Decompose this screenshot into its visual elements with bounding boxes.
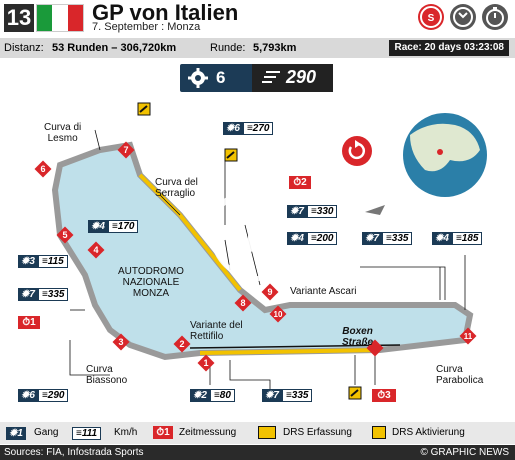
corner-1: 1 (197, 354, 215, 372)
legend-drs-detection: DRS Erfassung (283, 427, 352, 438)
timing-marker: ⏱2 (289, 176, 311, 189)
race-date: 7. September : Monza (92, 21, 201, 33)
globe-icon (403, 113, 487, 197)
top-speed: 290 (286, 67, 317, 87)
svg-text:S: S (428, 13, 435, 24)
sources: Sources: FIA, Infostrada Sports (4, 447, 144, 458)
speed-badge: ✹4≡185 (432, 232, 483, 245)
start-line-marker (366, 339, 384, 357)
track-map: 1 2 3 4 5 6 7 8 9 10 11 (34, 102, 487, 400)
legend-gear-swatch: ✹1 (6, 427, 26, 440)
legend-speed-label: Km/h (114, 427, 138, 438)
drs-activation-icon (224, 148, 238, 162)
svg-text:5: 5 (62, 230, 67, 240)
race-number: 13 (4, 4, 34, 32)
race-button-icon[interactable]: S (418, 4, 444, 30)
legend: ✹1 Gang ≡111 Km/h ⏱1 Zeitmessung DRS Erf… (0, 422, 515, 444)
legend-gear-label: Gang (34, 427, 59, 438)
speed-badge: ✹7≡335 (362, 232, 413, 245)
direction-icon (342, 136, 372, 166)
speed-badge: ✹7≡330 (287, 205, 338, 218)
corner-9: 9 (261, 283, 279, 301)
svg-text:3: 3 (118, 337, 123, 347)
gear-icon (188, 68, 208, 88)
lap-value: 5,793km (253, 42, 297, 54)
corner-10: 10 (269, 305, 287, 323)
svg-text:8: 8 (240, 298, 245, 308)
top-speed-bar: 6 290 (180, 64, 333, 92)
distance-label: Distanz: (4, 42, 44, 54)
speed-badge: ✹7≡335 (262, 389, 313, 402)
speed-badge: ✹4≡170 (88, 220, 139, 233)
svg-text:9: 9 (267, 287, 272, 297)
speed-badge: ✹3≡115 (18, 255, 68, 268)
speed-badge: ✹7≡335 (18, 288, 69, 301)
page-title: GP von Italien (92, 0, 239, 25)
corner-4: 4 (87, 241, 105, 259)
italy-flag (36, 4, 84, 32)
svg-text:7: 7 (123, 145, 128, 155)
svg-text:6: 6 (40, 164, 45, 174)
legend-drs-activation: DRS Aktivierung (392, 427, 465, 438)
corner-3: 3 (112, 333, 130, 351)
countdown-badge: Race: 20 days 03:23:08 (389, 40, 509, 56)
speed-badge: ✹6≡270 (223, 122, 274, 135)
info-bar: Distanz: 53 Runden – 306,720km Runde: 5,… (0, 38, 515, 58)
drs-detection-icon (348, 386, 362, 400)
svg-text:11: 11 (464, 332, 473, 341)
speed-icon (262, 71, 280, 83)
distance-value: 53 Runden – 306,720km (52, 42, 177, 54)
legend-timing-label: Zeitmessung (179, 427, 237, 438)
svg-text:4: 4 (93, 245, 98, 255)
timer-icon[interactable] (482, 4, 508, 30)
corner-8: 8 (234, 294, 252, 312)
footer: Sources: FIA, Infostrada Sports © GRAPHI… (0, 445, 515, 460)
lap-label: Runde: (210, 42, 246, 54)
top-gear: 6 (216, 68, 226, 87)
replay-icon[interactable] (450, 4, 476, 30)
label-ascari: Variante Ascari (290, 286, 357, 297)
north-arrow (365, 205, 385, 215)
corner-2: 2 (173, 335, 191, 353)
svg-text:2: 2 (179, 339, 184, 349)
drs-detection-icon (137, 102, 151, 116)
speed-badge: ✹2≡80 (190, 389, 235, 402)
svg-text:1: 1 (203, 358, 208, 368)
timing-marker: ⏱3 (372, 389, 396, 402)
drs-detection-swatch (258, 426, 276, 439)
drs-activation-swatch (372, 426, 386, 439)
corner-11: 11 (459, 327, 477, 345)
corner-6: 6 (34, 160, 52, 178)
legend-speed-swatch: ≡111 (72, 427, 102, 440)
timing-marker: ⏱1 (18, 316, 40, 329)
svg-text:10: 10 (274, 310, 283, 319)
legend-timing-swatch: ⏱1 (153, 426, 173, 439)
speed-badge: ✹6≡290 (18, 389, 69, 402)
speed-badge: ✹4≡200 (287, 232, 338, 245)
credit: © GRAPHIC NEWS (420, 447, 510, 458)
